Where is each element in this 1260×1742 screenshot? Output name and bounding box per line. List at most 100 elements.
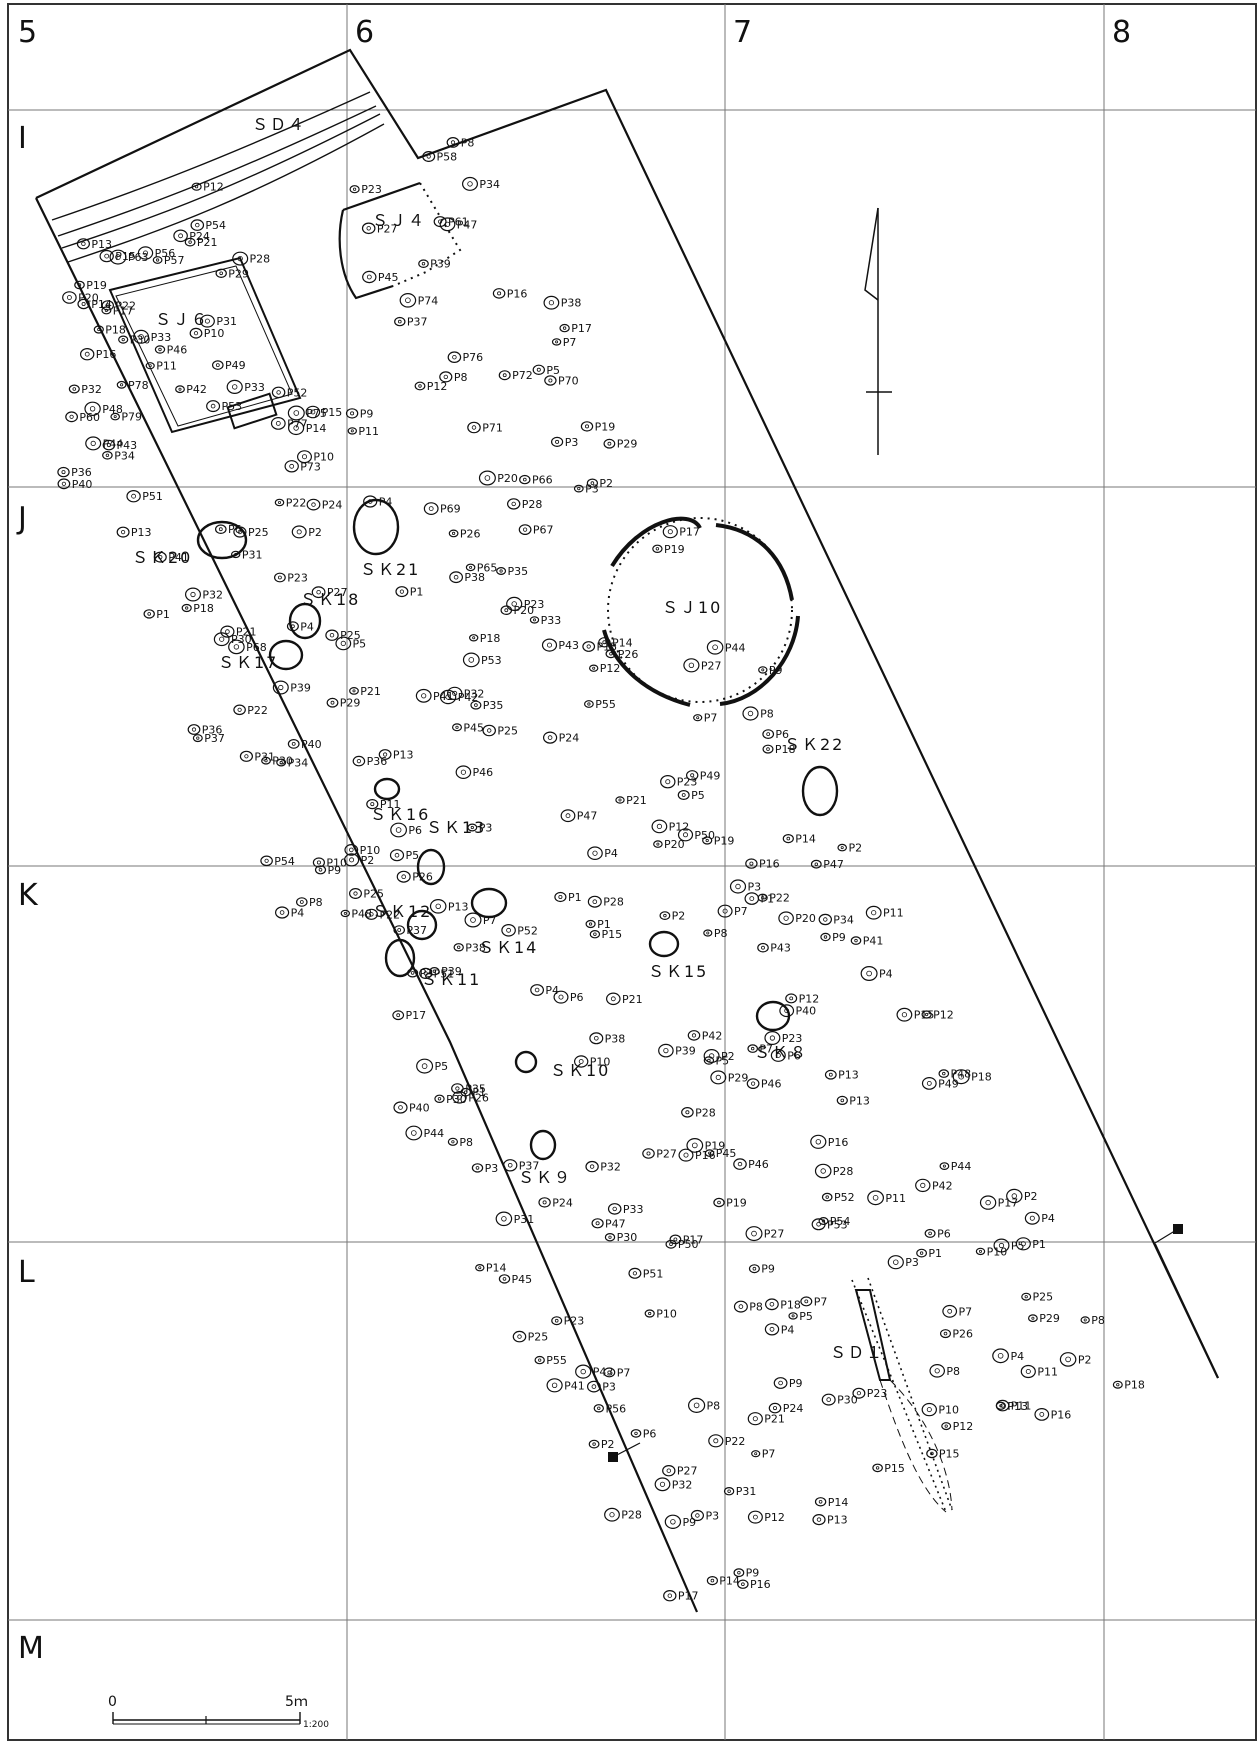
- post-hole-inner: [299, 900, 304, 904]
- post-hole: [995, 1399, 1010, 1412]
- post-hole: [325, 629, 339, 641]
- pit-label: P70: [558, 375, 579, 388]
- post-hole-inner: [789, 996, 794, 1001]
- pit-label: P15: [597, 641, 618, 654]
- pit-label: P46: [761, 1078, 782, 1091]
- post-hole-inner: [958, 1073, 964, 1080]
- post-hole: [762, 729, 775, 739]
- post-hole-inner: [296, 529, 302, 535]
- post-hole: [498, 1274, 511, 1284]
- post-hole-inner: [77, 283, 82, 287]
- post-hole: [363, 495, 378, 508]
- post-hole: [717, 904, 733, 918]
- post-hole: [939, 1329, 951, 1339]
- post-hole: [662, 525, 678, 539]
- post-hole-inner: [821, 1219, 826, 1223]
- post-hole: [284, 460, 299, 473]
- post-hole-inner: [597, 1406, 601, 1410]
- post-hole: [187, 724, 201, 735]
- post-hole: [239, 750, 253, 762]
- post-hole: [455, 765, 472, 779]
- post-hole-inner: [1024, 1295, 1028, 1299]
- post-hole-inner: [460, 769, 466, 775]
- post-hole: [1021, 1292, 1032, 1301]
- post-hole: [824, 1069, 837, 1080]
- post-hole-inner: [769, 1302, 775, 1307]
- post-hole: [498, 370, 511, 381]
- pit-label: P65: [477, 561, 498, 574]
- post-hole: [530, 984, 544, 996]
- post-hole: [628, 1267, 642, 1279]
- sj4-label: ＳＪ４: [372, 211, 426, 230]
- pit-label: P4: [291, 907, 305, 920]
- post-hole: [706, 1575, 719, 1586]
- post-hole-inner: [367, 499, 373, 504]
- post-hole-inner: [669, 1242, 673, 1246]
- pit-label: P26: [460, 527, 481, 540]
- post-hole-inner: [634, 1431, 638, 1436]
- post-hole: [788, 1312, 798, 1320]
- pit-label: P44: [424, 1127, 445, 1140]
- pit-label: P34: [479, 178, 500, 191]
- post-hole: [582, 641, 596, 652]
- post-hole: [352, 755, 366, 767]
- pit-label: P37: [519, 1159, 540, 1172]
- grid-column-labels: 5 6 7 8: [18, 15, 1131, 50]
- post-hole: [189, 327, 203, 339]
- post-hole: [512, 1330, 527, 1343]
- column-label-6: 6: [355, 15, 374, 50]
- post-hole-inner: [656, 842, 660, 846]
- post-hole: [416, 1058, 434, 1074]
- pit-label: P7: [734, 905, 748, 918]
- pit-label: P25: [528, 1331, 549, 1344]
- pit-label: P54: [830, 1215, 851, 1228]
- pit-label: P3: [585, 483, 599, 496]
- post-hole: [765, 1298, 779, 1311]
- pit-label: P39: [675, 1045, 696, 1058]
- post-hole-inner: [536, 367, 541, 372]
- post-hole-inner: [607, 441, 612, 446]
- pit-label: P2: [1078, 1353, 1092, 1366]
- pit-label: P2: [361, 854, 375, 867]
- post-hole: [439, 371, 453, 383]
- post-hole: [213, 632, 230, 647]
- post-hole: [702, 836, 713, 845]
- post-hole: [1027, 1314, 1038, 1323]
- post-hole-inner: [97, 327, 101, 332]
- post-hole-inner: [825, 1195, 829, 1199]
- pit-label: P51: [643, 1267, 664, 1280]
- pit-label: P4: [300, 620, 314, 633]
- post-hole-inner: [609, 652, 613, 656]
- post-hole-inner: [548, 378, 553, 383]
- post-hole: [326, 697, 339, 708]
- pit-label: P57: [164, 254, 185, 267]
- post-hole: [506, 596, 523, 612]
- pit-label: P46: [473, 766, 494, 779]
- pit-label: P7: [759, 1043, 773, 1056]
- pit-label: P47: [823, 858, 844, 871]
- post-hole: [924, 1228, 936, 1238]
- post-hole-inner: [451, 1140, 455, 1144]
- pit-label: P4: [879, 968, 893, 981]
- pit-label: P28: [522, 498, 543, 511]
- post-hole-inner: [766, 747, 770, 751]
- pit-label: P42: [458, 691, 479, 704]
- pit-label: P27: [377, 222, 398, 235]
- post-hole-inner: [592, 666, 596, 670]
- pit-label: P15: [914, 1009, 935, 1022]
- post-hole-inner: [1083, 1318, 1087, 1322]
- post-hole-inner: [156, 258, 160, 262]
- pit-label: P43: [117, 439, 138, 452]
- pit-label: P12: [203, 181, 224, 194]
- post-hole: [465, 563, 476, 572]
- pit-label: P10: [204, 327, 225, 340]
- post-hole-inner: [1000, 1403, 1005, 1408]
- post-hole: [274, 498, 285, 507]
- sk20-label: ＳＫ20: [132, 548, 192, 567]
- post-hole: [185, 587, 202, 602]
- pit-label: P3: [706, 1510, 720, 1523]
- post-hole: [102, 439, 116, 451]
- pit-label: P10: [938, 1404, 959, 1417]
- post-hole-inner: [138, 334, 144, 340]
- post-hole-inner: [856, 1391, 862, 1396]
